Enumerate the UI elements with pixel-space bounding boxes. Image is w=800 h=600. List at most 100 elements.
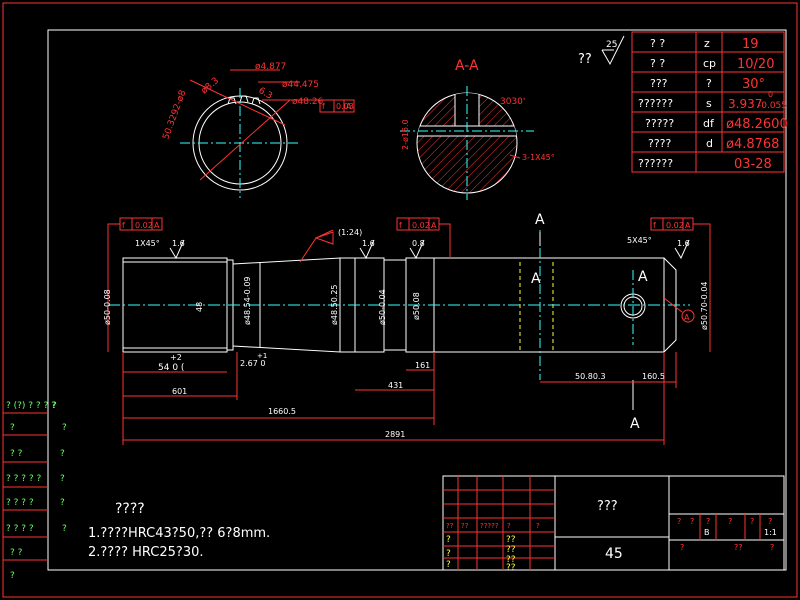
spline-row-tol-upper: 0: [768, 90, 773, 99]
spline-row-name: ???: [650, 77, 668, 90]
section-dim-d1: ø4.877: [255, 62, 286, 72]
section-dim-d6: 50.3292-ø8: [161, 89, 188, 141]
revision-row: ?: [10, 571, 15, 581]
spline-row-symbol: d: [706, 137, 713, 150]
title-right-top-cell: ?: [750, 517, 754, 526]
part-name: ???: [597, 499, 618, 514]
revision-side: ?: [60, 474, 65, 484]
title-header-cell: ?????: [480, 522, 499, 530]
gtol-datum: A: [431, 221, 437, 230]
roughness-3: 0.8: [412, 239, 425, 248]
notes-line-2: 2.???? HRC25?30.: [88, 545, 204, 560]
revision-row: ? ? ? ?: [6, 498, 34, 508]
roughness-1: 1.6: [172, 239, 185, 248]
title-header-cell: ?: [507, 522, 511, 530]
title-yellow-cell: ??: [506, 535, 516, 545]
section-marker-top: A: [535, 212, 545, 228]
inner-frame: [47, 29, 787, 571]
revision-row: ? (?) ? ? ? ?: [6, 401, 56, 411]
spline-row-value: 10/20: [737, 57, 774, 72]
spline-row-tol-lower: -0.055: [758, 101, 787, 111]
length-161: 161: [415, 361, 430, 370]
roughness-4: 1.6: [677, 239, 690, 248]
datum-a-leader: [663, 297, 683, 313]
title-right-top-cell: ?: [690, 517, 694, 526]
length-1605: 160.5: [642, 372, 665, 381]
section-dim-d2: ø44.475: [282, 80, 319, 90]
roughness-general-value: 25: [606, 40, 617, 50]
keyway-angle-dim: 3030': [500, 97, 525, 107]
diameter-5: ø50-0.04: [378, 289, 387, 325]
spline-section-view: [180, 69, 355, 198]
datum-a-label: A: [684, 313, 690, 322]
title-right-mid-cell: 1:1: [764, 528, 777, 537]
spline-row-value: 3.937: [728, 97, 762, 111]
revision-row: ? ?: [10, 449, 23, 459]
spline-row-name: ? ?: [650, 57, 665, 70]
spline-row-value: ø48.2600: [726, 117, 788, 132]
diameter-6: ø50.08: [412, 292, 421, 320]
spline-row-symbol: z: [704, 37, 710, 50]
title-yellow-cell: ?: [446, 549, 451, 559]
diameter-4: ø48.50.25: [330, 284, 339, 325]
revision-row: ?: [10, 423, 15, 433]
section-marker-bottom: A: [630, 416, 640, 432]
spline-row-symbol: s: [706, 97, 712, 110]
spline-row-symbol: df: [703, 117, 715, 130]
title-right-top-cell: ?: [706, 517, 710, 526]
revision-side: ?: [60, 449, 65, 459]
revision-side: ?: [62, 524, 67, 534]
taper-ratio: (1:24): [338, 228, 362, 237]
revision-column: [3, 412, 48, 561]
section-gtol-value: 0.03: [336, 102, 354, 111]
gtol-symbol: f: [653, 221, 656, 230]
spline-table-text: ? ? z 19 ? ? cp 10/20 ??? ? 30° ?????? s…: [638, 37, 788, 172]
title-yellow-cell: ??: [506, 555, 516, 565]
section-dim-d3: ø48.26: [292, 97, 324, 107]
keyway-depth-dim: 2-ø15.0: [401, 119, 410, 150]
gtol-datum: A: [154, 221, 160, 230]
length-2891: 2891: [385, 430, 405, 439]
title-block-grid: [443, 476, 761, 570]
revision-row: ? ? ? ? ?: [6, 474, 42, 484]
spline-row-name: ????: [648, 137, 672, 150]
diameter-3: ø48.54-0.09: [243, 277, 252, 326]
gtol-symbol: f: [122, 221, 125, 230]
section-marker-right: A: [638, 269, 648, 285]
gtol-value: 0.02: [666, 221, 684, 230]
spline-row-value: 03-28: [734, 157, 772, 172]
spline-row-symbol: ?: [706, 77, 712, 90]
roughness-symbols: [169, 239, 690, 260]
datum-a-marker: [681, 309, 695, 323]
tol-plus-1: +1: [257, 352, 267, 360]
title-yellow-cell: ?: [446, 535, 451, 545]
length-601: 601: [172, 387, 187, 396]
length-431: 431: [388, 381, 403, 390]
revision-side: ?: [62, 423, 67, 433]
gtol-symbol: f: [399, 221, 402, 230]
notes-line-1: 1.????HRC43?50,?? 6?8mm.: [88, 526, 270, 541]
spline-row-name: ? ?: [650, 37, 665, 50]
title-block: [442, 475, 785, 571]
title-right-top-cell: ?: [728, 517, 732, 526]
roughness-general: ?? 25: [578, 35, 625, 67]
revision-row: ? ?: [10, 548, 23, 558]
spline-row-value: ø4.8768: [726, 137, 779, 152]
title-right-mid-cell: B: [704, 528, 710, 537]
revision-side: ?: [52, 401, 57, 411]
title-right-top-cell: ?: [768, 517, 772, 526]
section-gtol-datum: A: [346, 102, 352, 111]
revision-row: ? ? ? ?: [6, 524, 34, 534]
roughness-2: 1.6: [362, 239, 375, 248]
title-yellow-cell: ??: [506, 563, 516, 573]
section-view-label: A-A: [455, 58, 479, 74]
section-marker-mid: A: [531, 271, 541, 287]
notes-title: ????: [115, 501, 145, 517]
spline-table: [631, 31, 785, 173]
section-gtol-symbol: f: [322, 102, 325, 111]
keyway-chamfer-dim: 3-1X45°: [522, 153, 555, 162]
title-right-bottom-cell: ?: [770, 543, 774, 552]
material: 45: [605, 546, 623, 562]
